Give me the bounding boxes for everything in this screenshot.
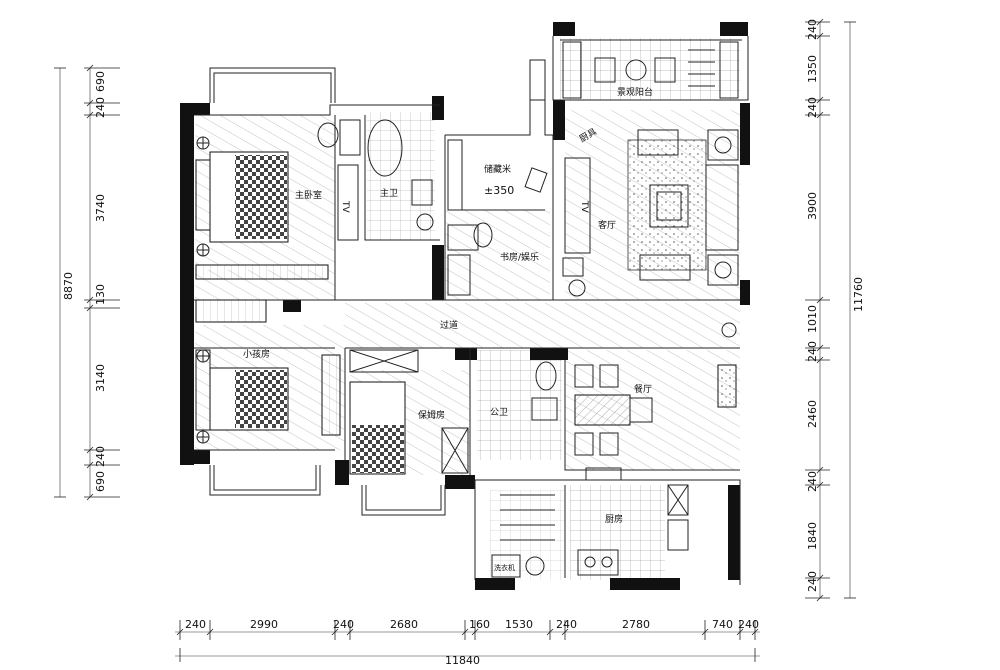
- dim-left-5: 3140: [94, 364, 107, 392]
- dim-bottom-8: 2780: [622, 618, 650, 631]
- room-labels: 主卧室 主卫 储藏米 ±350 书房/娱乐 客厅 景观阳台 过道 小孩房 保姆房…: [243, 86, 653, 572]
- dim-bottom-6: 1530: [505, 618, 533, 631]
- dim-right-3: 240: [806, 97, 819, 118]
- dimension-tick: [86, 64, 94, 72]
- dimension-tick: [331, 628, 339, 636]
- label-balcony: 景观阳台: [617, 86, 653, 98]
- dimension-tick: [816, 574, 824, 582]
- dim-right-9: 1840: [806, 522, 819, 550]
- dim-bottom-total: 11840: [445, 654, 480, 667]
- dim-left-7: 690: [94, 471, 107, 492]
- dim-bottom-10: 240: [738, 618, 759, 631]
- dim-left-6: 240: [94, 446, 107, 467]
- dim-bottom-4: 2680: [390, 618, 418, 631]
- dimension-tick: [86, 304, 94, 312]
- dimension-tick: [816, 594, 824, 602]
- dim-left-1: 240: [94, 97, 107, 118]
- label-living: 客厅: [598, 219, 616, 231]
- dim-right-total: 11760: [852, 277, 865, 312]
- dimension-tick: [816, 111, 824, 119]
- dimension-tick: [736, 628, 744, 636]
- dimension-tick: [176, 628, 184, 636]
- dimension-tick: [816, 96, 824, 104]
- dim-right-6: 240: [806, 341, 819, 362]
- dimension-tick: [816, 18, 824, 26]
- label-master-bedroom: 主卧室: [295, 189, 322, 201]
- dimension-lines: [54, 18, 856, 662]
- dimension-tick: [86, 493, 94, 501]
- label-storage: 储藏米: [484, 163, 511, 175]
- dim-bottom-9: 740: [712, 618, 733, 631]
- dim-right-10: 240: [806, 571, 819, 592]
- dimension-tick: [816, 296, 824, 304]
- dimension-tick: [751, 628, 759, 636]
- label-washer: 洗衣机: [494, 563, 515, 572]
- label-level: ±350: [484, 184, 514, 197]
- dimension-tick: [86, 446, 94, 454]
- living-tv-label: TV: [579, 200, 589, 213]
- dimension-tick: [816, 466, 824, 474]
- dimension-tick: [86, 99, 94, 107]
- dimension-tick: [561, 628, 569, 636]
- dim-right-7: 2460: [806, 400, 819, 428]
- floor-fills: [195, 38, 740, 580]
- dimension-tick: [86, 296, 94, 304]
- label-public-bath: 公卫: [490, 407, 508, 418]
- dimension-tick: [471, 628, 479, 636]
- dim-right-8: 240: [806, 471, 819, 492]
- label-dining: 餐厅: [634, 383, 652, 395]
- dimension-tick: [346, 628, 354, 636]
- dimension-tick: [546, 628, 554, 636]
- dim-right-4: 3900: [806, 192, 819, 220]
- dim-bottom-1: 240: [185, 618, 206, 631]
- dim-left-3: 3740: [94, 194, 107, 222]
- dim-left-4: 130: [94, 284, 107, 305]
- dim-bottom-7: 240: [556, 618, 577, 631]
- label-corridor: 过道: [440, 319, 458, 331]
- dimension-tick: [816, 356, 824, 364]
- dim-bottom-3: 240: [333, 618, 354, 631]
- dim-bottom-5: 160: [469, 618, 490, 631]
- dim-left-total: 8870: [62, 272, 75, 300]
- dimension-tick: [816, 32, 824, 40]
- dim-right-1: 240: [806, 19, 819, 40]
- label-study: 书房/娱乐: [500, 251, 539, 263]
- label-kids-room: 小孩房: [243, 348, 270, 360]
- dimension-tick: [461, 628, 469, 636]
- dimension-tick: [816, 344, 824, 352]
- dim-right-2: 1350: [806, 55, 819, 83]
- dim-bottom-2: 2990: [250, 618, 278, 631]
- dim-right-5: 1010: [806, 305, 819, 333]
- dimension-tick: [86, 111, 94, 119]
- label-master-bath: 主卫: [380, 187, 398, 199]
- dim-left-2: 690: [94, 71, 107, 92]
- walls: [180, 22, 750, 590]
- dimension-tick: [816, 481, 824, 489]
- svg-text:TV: TV: [340, 200, 350, 213]
- label-kitchen: 厨房: [605, 513, 623, 525]
- dimension-tick: [86, 461, 94, 469]
- label-nanny-room: 保姆房: [418, 409, 445, 421]
- dimension-tick: [206, 628, 214, 636]
- dimension-tick: [701, 628, 709, 636]
- furniture: TV TV: [195, 49, 739, 578]
